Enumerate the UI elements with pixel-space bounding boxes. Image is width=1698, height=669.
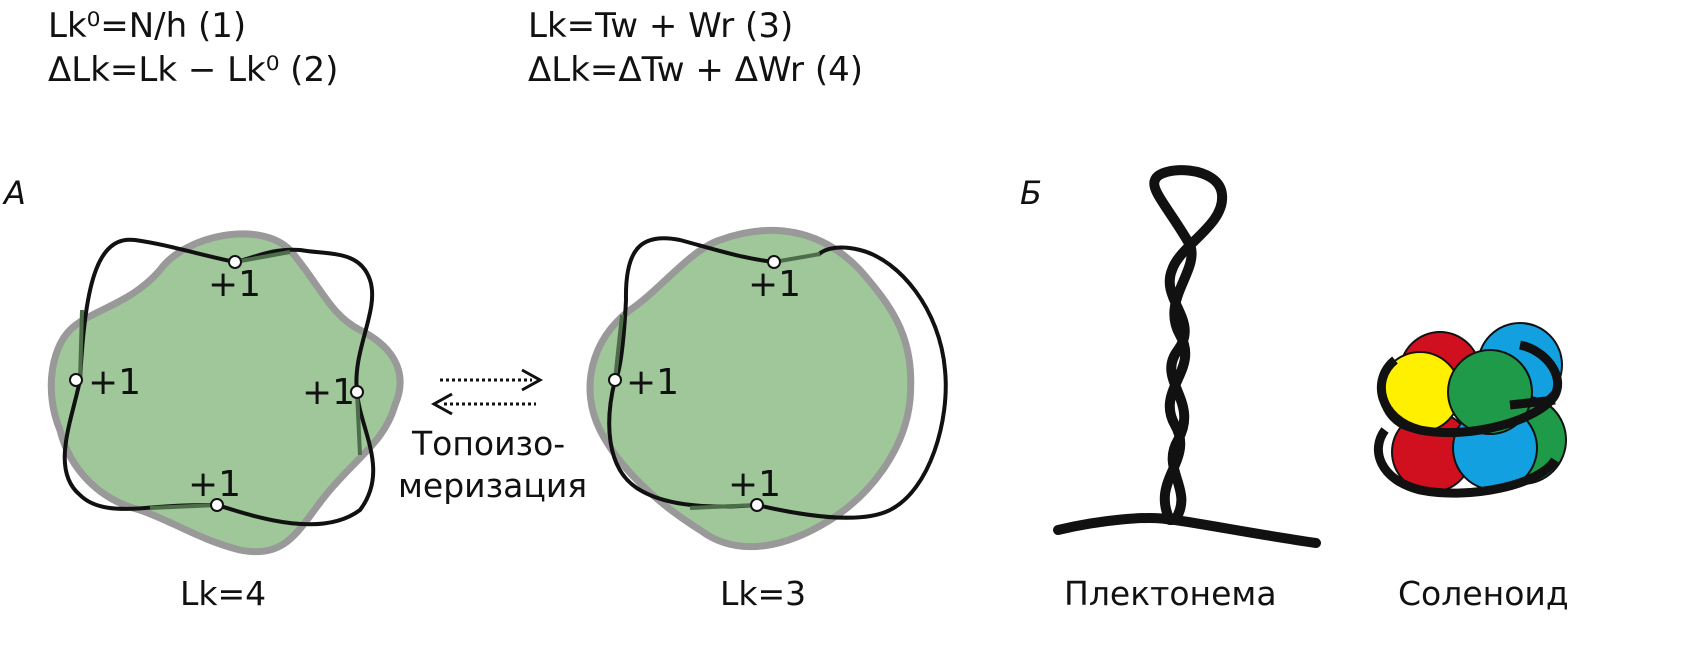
crossing-point [228, 255, 242, 269]
caption-solenoid: Соленоид [1398, 574, 1569, 613]
caption-lk4: Lk=4 [180, 574, 267, 613]
transition-label-line1: Топоизо- [412, 424, 566, 463]
caption-plectoneme: Плектонема [1064, 574, 1277, 613]
formula-2: ΔLk=Lk − Lk⁰ (2) [48, 50, 339, 90]
crossing-label: +1 [748, 264, 802, 305]
crossing-label: +1 [88, 362, 142, 403]
disk-lk4 [47, 230, 404, 556]
crossing-point [69, 373, 83, 387]
solenoid [1373, 322, 1567, 498]
formula-4: ΔLk=ΔTw + ΔWr (4) [528, 50, 863, 90]
crossing-label: +1 [208, 264, 262, 305]
formula-1: Lk⁰=N/h (1) [48, 6, 247, 46]
transition-label-line2: меризация [398, 466, 588, 505]
caption-lk3: Lk=3 [720, 574, 807, 613]
disk-lk3 [586, 227, 948, 551]
formula-3: Lk=Tw + Wr (3) [528, 6, 794, 46]
crossing-point [608, 373, 622, 387]
crossing-label: +1 [626, 362, 680, 403]
crossing-point [750, 498, 764, 512]
crossing-point [350, 385, 364, 399]
plectoneme [1053, 165, 1321, 548]
crossing-point [210, 498, 224, 512]
transition-arrows [430, 368, 544, 416]
crossing-label: +1 [302, 372, 356, 413]
crossing-point [767, 255, 781, 269]
panel-label-b: Б [1020, 174, 1042, 212]
panel-label-a: А [4, 174, 26, 212]
crossing-label: +1 [728, 464, 782, 505]
crossing-label: +1 [188, 464, 242, 505]
